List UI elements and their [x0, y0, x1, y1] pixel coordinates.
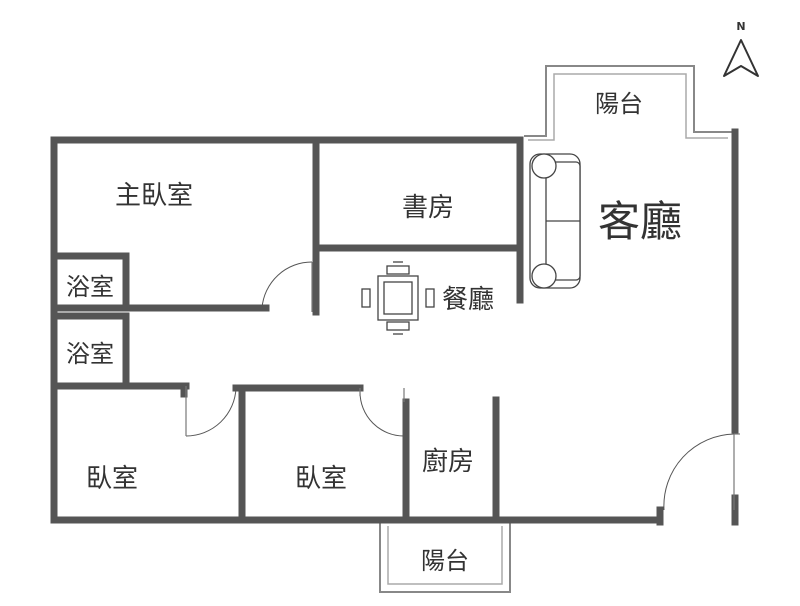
balcony-bottom — [379, 522, 511, 593]
room-label-study: 書房 — [402, 193, 454, 223]
walls — [50, 128, 739, 526]
room-label-bathroom-2: 浴室 — [66, 340, 114, 368]
sofa-icon — [529, 153, 581, 289]
room-label-kitchen: 廚房 — [422, 447, 474, 477]
room-label-bathroom-1: 浴室 — [66, 273, 114, 301]
room-label-living-room: 客廳 — [598, 197, 682, 246]
doors — [185, 261, 740, 511]
room-label-master-bedroom: 主臥室 — [115, 181, 193, 211]
dining-table-icon — [361, 261, 435, 335]
balcony-top — [524, 65, 734, 141]
room-label-balcony-bottom: 陽台 — [421, 547, 469, 575]
north-arrow-icon: N — [723, 20, 759, 77]
compass-label: N — [736, 20, 745, 33]
room-label-bedroom-2: 臥室 — [295, 464, 347, 494]
room-label-balcony-top: 陽台 — [595, 90, 643, 118]
room-label-dining-room: 餐廳 — [442, 285, 494, 315]
room-label-bedroom-1: 臥室 — [86, 464, 138, 494]
